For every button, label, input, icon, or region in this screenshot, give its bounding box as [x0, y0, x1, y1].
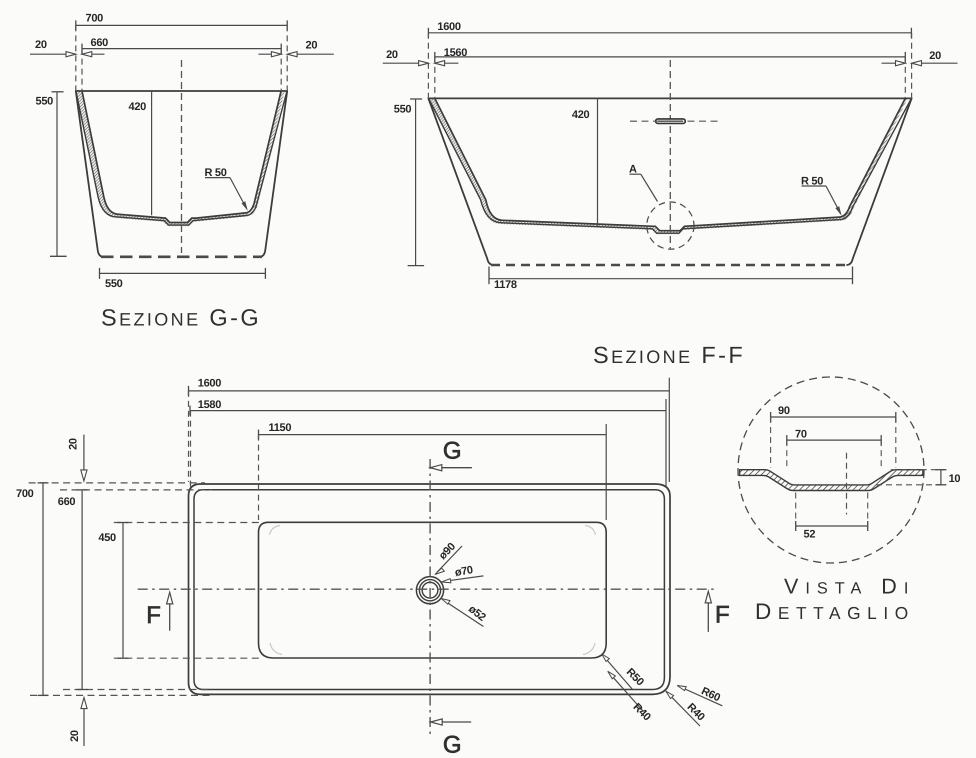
svg-text:SEZIONE G-G: SEZIONE G-G [101, 305, 261, 331]
svg-text:SEZIONE F-F: SEZIONE F-F [593, 342, 745, 368]
svg-text:1600: 1600 [437, 21, 460, 33]
svg-text:660: 660 [58, 496, 76, 508]
svg-text:A: A [629, 163, 637, 175]
svg-text:G: G [443, 437, 462, 464]
svg-text:F: F [715, 601, 730, 628]
svg-text:DETTAGLIO: DETTAGLIO [755, 599, 915, 624]
svg-text:20: 20 [68, 438, 80, 450]
svg-text:R 50: R 50 [205, 167, 227, 179]
svg-text:ø70: ø70 [454, 564, 474, 579]
svg-text:VISTA DI: VISTA DI [784, 574, 915, 598]
svg-text:R 50: R 50 [801, 175, 823, 187]
svg-text:450: 450 [98, 532, 116, 544]
svg-text:70: 70 [795, 428, 807, 440]
svg-text:20: 20 [35, 39, 47, 51]
svg-text:550: 550 [36, 96, 54, 108]
svg-text:1580: 1580 [198, 399, 221, 411]
svg-text:660: 660 [91, 37, 109, 49]
svg-text:52: 52 [804, 529, 816, 541]
svg-text:420: 420 [129, 101, 147, 113]
svg-text:20: 20 [386, 49, 398, 61]
svg-text:700: 700 [16, 488, 34, 500]
svg-text:1600: 1600 [198, 378, 221, 390]
svg-text:20: 20 [929, 50, 941, 62]
svg-text:1150: 1150 [269, 422, 292, 434]
svg-text:550: 550 [394, 104, 412, 116]
svg-text:550: 550 [105, 278, 123, 290]
svg-text:90: 90 [778, 405, 790, 417]
svg-text:1178: 1178 [494, 279, 517, 291]
svg-text:20: 20 [306, 39, 318, 51]
svg-text:1560: 1560 [444, 47, 467, 59]
svg-text:20: 20 [69, 730, 81, 742]
svg-text:420: 420 [572, 109, 590, 121]
svg-text:F: F [146, 602, 161, 629]
svg-text:10: 10 [949, 473, 961, 485]
svg-text:G: G [443, 731, 462, 758]
svg-text:700: 700 [86, 13, 104, 25]
